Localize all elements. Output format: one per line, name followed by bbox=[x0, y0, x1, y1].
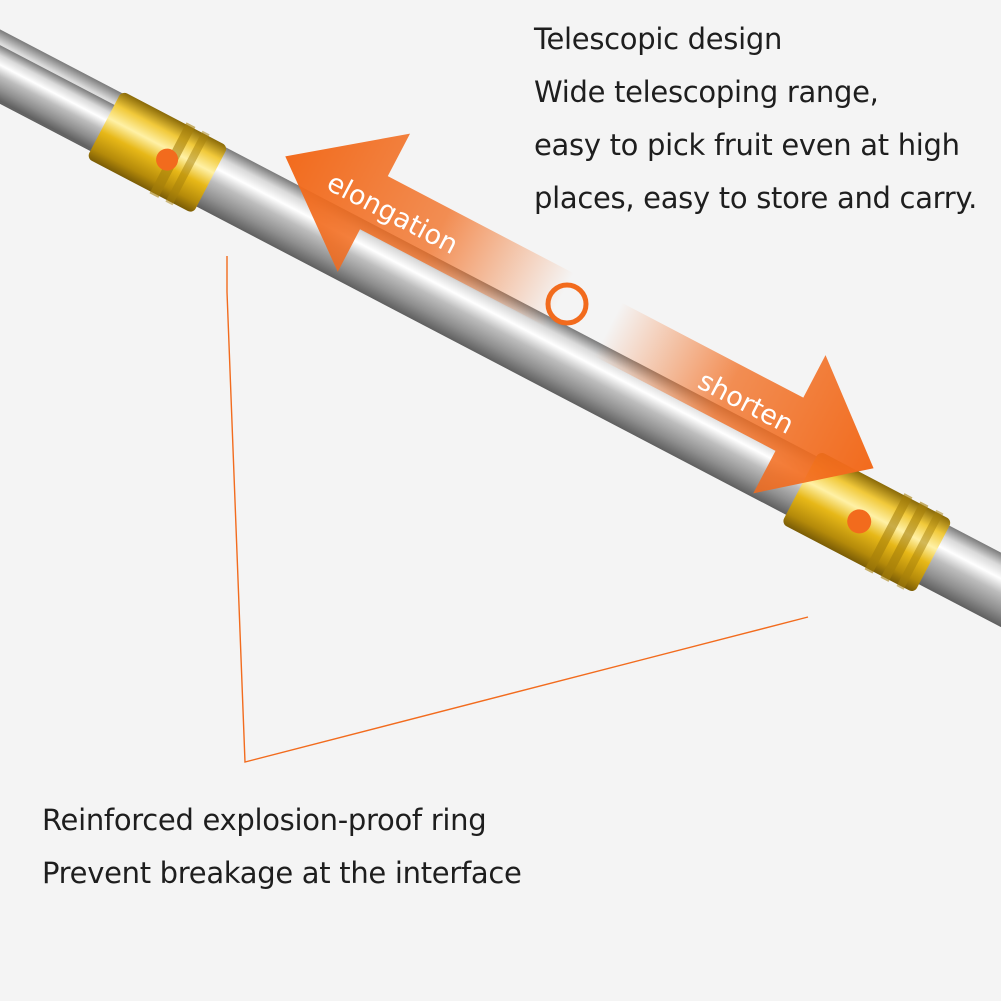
ring-marker-dot bbox=[847, 509, 872, 534]
elongation-arrow: elongation bbox=[285, 133, 574, 327]
feature-line: places, easy to store and carry. bbox=[534, 181, 978, 215]
direction-indicator: elongation shorten bbox=[285, 133, 874, 494]
ring-marker-dot bbox=[156, 148, 179, 171]
feature-title: Telescopic design bbox=[534, 22, 783, 56]
feature-line: easy to pick fruit even at high bbox=[534, 128, 960, 162]
ring-feature-text: Reinforced explosion-proof ring Prevent … bbox=[42, 794, 522, 900]
telescopic-feature-text: Telescopic design Wide telescoping range… bbox=[534, 13, 977, 225]
pole-section-thin bbox=[0, 0, 141, 164]
feature-title: Reinforced explosion-proof ring bbox=[42, 803, 487, 837]
leader-lines bbox=[226, 256, 809, 763]
center-ring-icon bbox=[545, 282, 589, 326]
feature-line: Wide telescoping range, bbox=[534, 75, 879, 109]
reinforcement-ring-lower bbox=[783, 453, 951, 591]
shorten-arrow: shorten bbox=[593, 302, 874, 494]
feature-line: Prevent breakage at the interface bbox=[42, 856, 522, 890]
reinforcement-ring-upper bbox=[88, 92, 227, 212]
